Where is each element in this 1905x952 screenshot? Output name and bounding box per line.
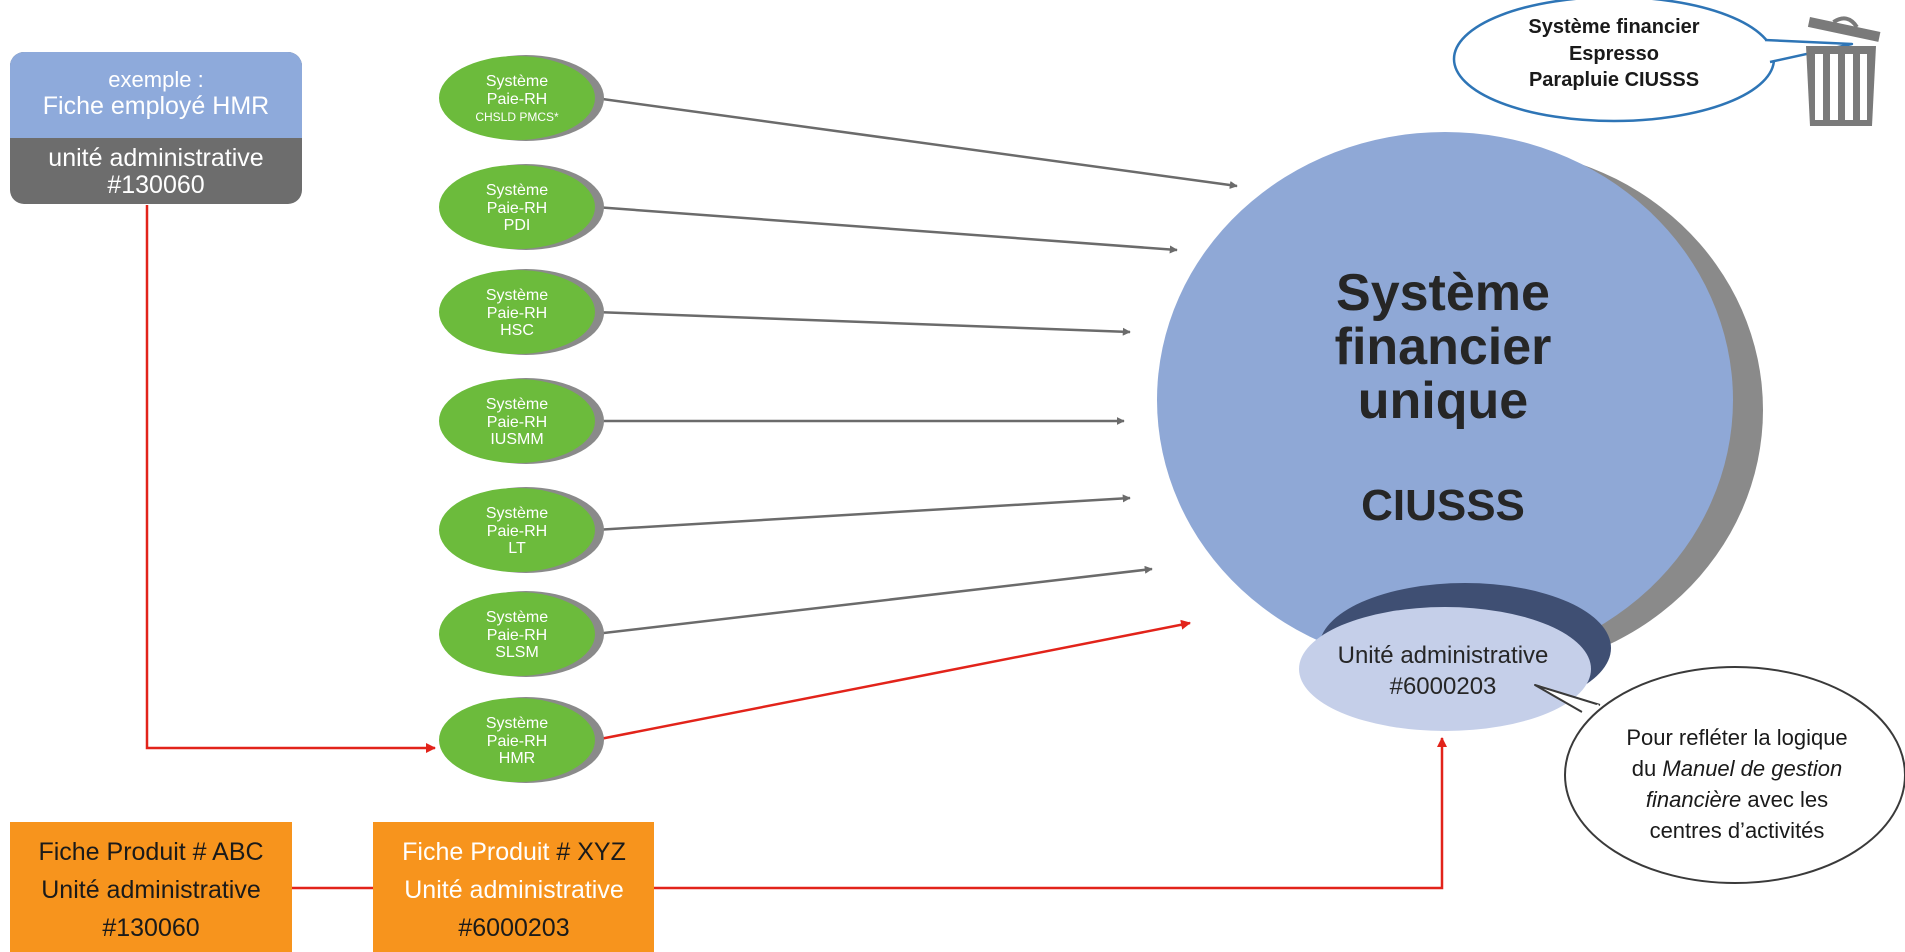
pay-system-label-line3: HMR [499, 750, 535, 767]
pay-system-label-line3: IUSMM [490, 431, 543, 448]
callout-gestion-financiere: Pour refléter la logique du Manuel de ge… [1534, 666, 1905, 884]
callout-line2-italic: Manuel de gestion [1662, 756, 1842, 781]
arrow-chsld-to-main [594, 96, 1238, 189]
arrow-lt-to-main [594, 494, 1131, 532]
main-title-line2: financier [1335, 318, 1552, 376]
callout-line3-italic: financière [1646, 787, 1741, 812]
product-abc-unit-number: #130060 [102, 914, 199, 942]
pay-system-ellipse [439, 56, 595, 140]
pay-system-label-line3: PDI [504, 217, 531, 234]
callout-line2: du Manuel de gestion [1632, 756, 1842, 781]
pay-system-label-line2: Paie-RH [487, 414, 547, 431]
espresso-line1: Système financier [1528, 16, 1699, 38]
callout-tail [1534, 684, 1601, 713]
callout-line2-prefix: du [1632, 756, 1663, 781]
product-xyz-title-suffix: # XYZ [556, 838, 625, 866]
pay-system-label-line2: Paie-RH [487, 91, 547, 108]
example-employee-title: Fiche employé HMR [43, 92, 269, 120]
callout-line1: Pour refléter la logique [1626, 725, 1847, 750]
main-title-line3: unique [1358, 372, 1528, 430]
unit-ellipse-number: #6000203 [1390, 673, 1497, 700]
product-xyz-background [373, 822, 654, 952]
unit-administrative-ellipse: Unité administrative #6000203 [1299, 583, 1611, 731]
trash-can-body [1806, 46, 1876, 126]
pay-system-label-line2: Paie-RH [487, 733, 547, 750]
arrow-slsm-to-main [594, 565, 1153, 636]
pay-system-label-line1: Système [486, 505, 548, 522]
pay-system-label-line1: Système [486, 609, 548, 626]
example-label: exemple : [108, 67, 203, 92]
callout-line4: centres d’activités [1650, 818, 1825, 843]
pay-system-label-line3: HSC [500, 322, 534, 339]
pay-system-ellipse [439, 488, 595, 572]
connector-xyz-to-unit [654, 737, 1447, 890]
product-xyz-unit-label: Unité administrative [404, 876, 624, 904]
espresso-line3: Parapluie CIUSSS [1529, 69, 1699, 91]
product-xyz-title-prefix: Fiche Produit [402, 838, 556, 866]
pay-system-ellipse [439, 698, 595, 782]
product-card-abc: Fiche Produit # ABC Unité administrative… [10, 822, 292, 952]
pay-system-label-line2: Paie-RH [487, 627, 547, 644]
example-employee-card: exemple : Fiche employé HMR unité admini… [10, 52, 302, 204]
main-title-ciusss: CIUSSS [1361, 481, 1525, 530]
pay-system-label-line1: Système [486, 287, 548, 304]
espresso-line2: Espresso [1569, 43, 1659, 65]
trash-can-icon [1807, 16, 1881, 42]
main-circle [1157, 132, 1733, 668]
product-xyz-unit-number: #6000203 [458, 914, 569, 942]
pay-system-label-line1: Système [486, 396, 548, 413]
arrow-hmr-to-main [594, 619, 1191, 742]
product-abc-title: Fiche Produit # ABC [38, 838, 263, 866]
arrow-pdi-to-main [594, 205, 1178, 254]
product-abc-background [10, 822, 292, 952]
example-unit-label: unité administrative [48, 144, 263, 172]
main-title-line1: Système [1336, 264, 1550, 322]
product-abc-unit-label: Unité administrative [41, 876, 261, 904]
product-xyz-title: Fiche Produit # XYZ [402, 838, 626, 866]
callout-espresso: Système financier Espresso Parapluie CIU… [1452, 0, 1854, 123]
callout-bubble [1564, 666, 1905, 884]
pay-system-ellipse [439, 165, 595, 249]
unit-ellipse [1299, 607, 1591, 731]
main-financial-system: Système financier unique CIUSSS [1157, 132, 1763, 672]
callout-line3-suffix: avec les [1741, 787, 1828, 812]
pay-system-label-line2: Paie-RH [487, 305, 547, 322]
product-card-xyz: Fiche Produit # XYZ Unité administrative… [373, 822, 654, 952]
arrow-hsc-to-main [594, 310, 1131, 336]
example-unit-number: #130060 [107, 171, 204, 199]
pay-system-label-line3: LT [508, 540, 526, 557]
pay-system-ellipse [439, 270, 595, 354]
pay-system-label-line2: Paie-RH [487, 200, 547, 217]
pay-system-label-line3: CHSLD PMCS* [475, 110, 559, 124]
pay-system-ellipse [439, 592, 595, 676]
unit-ellipse-label: Unité administrative [1338, 642, 1549, 669]
pay-system-label-line3: SLSM [495, 644, 539, 661]
pay-system-ellipse [439, 379, 595, 463]
pay-system-label-line1: Système [486, 715, 548, 732]
example-card-top [10, 52, 302, 138]
connector-example-to-hmr [145, 205, 436, 753]
pay-system-label-line2: Paie-RH [487, 523, 547, 540]
pay-system-label-line1: Système [486, 73, 548, 90]
pay-system-label-line1: Système [486, 182, 548, 199]
callout-line3: financière avec les [1646, 787, 1828, 812]
